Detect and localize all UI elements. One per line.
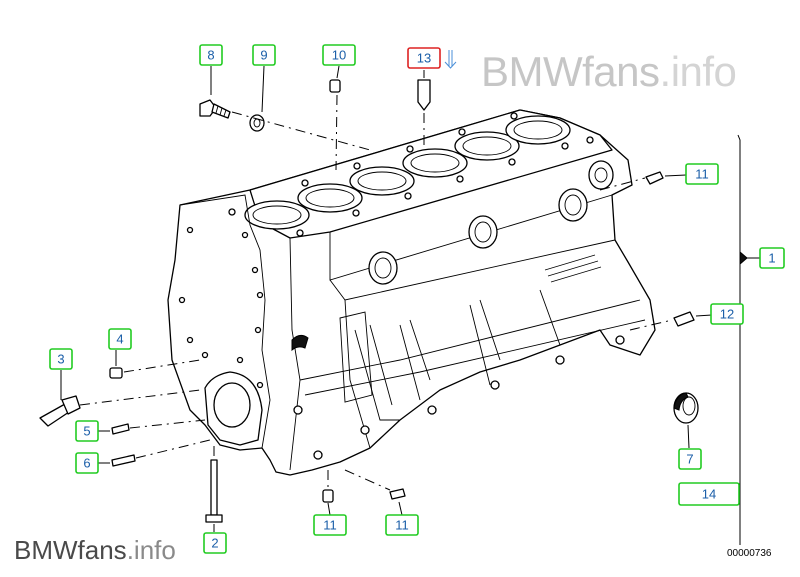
front-face-holes (178, 226, 264, 389)
part-12-sleeve (673, 311, 695, 327)
callout-11-bottom-right[interactable]: 11 (385, 514, 419, 536)
deck-bolt-holes (228, 112, 594, 237)
callout-11-right[interactable]: 11 (685, 163, 719, 185)
arrow-down-icon (444, 50, 457, 69)
svg-text:9: 9 (260, 48, 267, 63)
callout-1[interactable]: 1 (759, 247, 785, 269)
svg-text:1: 1 (768, 251, 775, 266)
side-bosses (368, 160, 614, 285)
part-2-bolt (205, 459, 223, 523)
part-5-pin (111, 423, 130, 435)
engine-block-drawing (167, 109, 656, 476)
part-8-bolt (199, 99, 231, 119)
assembly-lines (79, 94, 673, 491)
svg-text:14: 14 (702, 487, 716, 502)
callout-11-bottom-left[interactable]: 11 (313, 514, 347, 536)
part-7-seal (673, 392, 699, 424)
callout-13[interactable]: 13 (407, 47, 457, 69)
callout-7[interactable]: 7 (678, 448, 702, 470)
leader-lines (60, 65, 760, 545)
part-11-sleeve-bottom-left (322, 489, 334, 503)
part-3-sensor (39, 395, 81, 427)
svg-text:11: 11 (395, 518, 409, 533)
part-9-washer (249, 114, 265, 132)
svg-text:3: 3 (57, 352, 64, 367)
callout-4[interactable]: 4 (108, 328, 132, 350)
callout-14[interactable]: 14 (678, 482, 740, 506)
svg-text:11: 11 (695, 167, 709, 182)
callout-10[interactable]: 10 (322, 44, 356, 66)
svg-text:10: 10 (332, 48, 346, 63)
svg-text:4: 4 (116, 332, 123, 347)
part-11-sleeve-bottom-right (389, 488, 406, 500)
svg-text:2: 2 (211, 536, 218, 551)
callout-12[interactable]: 12 (710, 303, 744, 325)
watermark-bottom-suffix: .info (126, 535, 176, 565)
svg-text:13: 13 (417, 51, 431, 66)
svg-text:6: 6 (83, 456, 90, 471)
svg-text:7: 7 (686, 452, 693, 467)
watermark-bottom: BMWfans.info (14, 535, 176, 566)
callout-2[interactable]: 2 (203, 532, 227, 554)
part-6-pin (111, 454, 136, 467)
part-13-plug (417, 79, 431, 111)
callout-3[interactable]: 3 (49, 348, 73, 370)
svg-text:11: 11 (323, 518, 337, 533)
part-11-sleeve-right (645, 171, 664, 185)
svg-text:12: 12 (720, 307, 734, 322)
callout-9[interactable]: 9 (252, 44, 276, 66)
lower-bolt-holes (293, 335, 625, 460)
callout-6[interactable]: 6 (75, 452, 99, 474)
watermark-top-brand: BMWfans (481, 48, 660, 95)
watermark-bottom-brand: BMWfans (14, 535, 127, 565)
watermark-top: BMWfans.info (481, 48, 737, 96)
cylinder-bores (244, 115, 571, 230)
part-4-dowel (109, 367, 123, 379)
callout-8[interactable]: 8 (199, 44, 223, 66)
watermark-top-suffix: .info (659, 48, 737, 95)
part-10-dowel (329, 79, 341, 93)
callout-5[interactable]: 5 (75, 420, 99, 442)
svg-text:8: 8 (207, 48, 214, 63)
svg-text:5: 5 (83, 424, 90, 439)
diagram-id: 00000736 (727, 548, 772, 559)
